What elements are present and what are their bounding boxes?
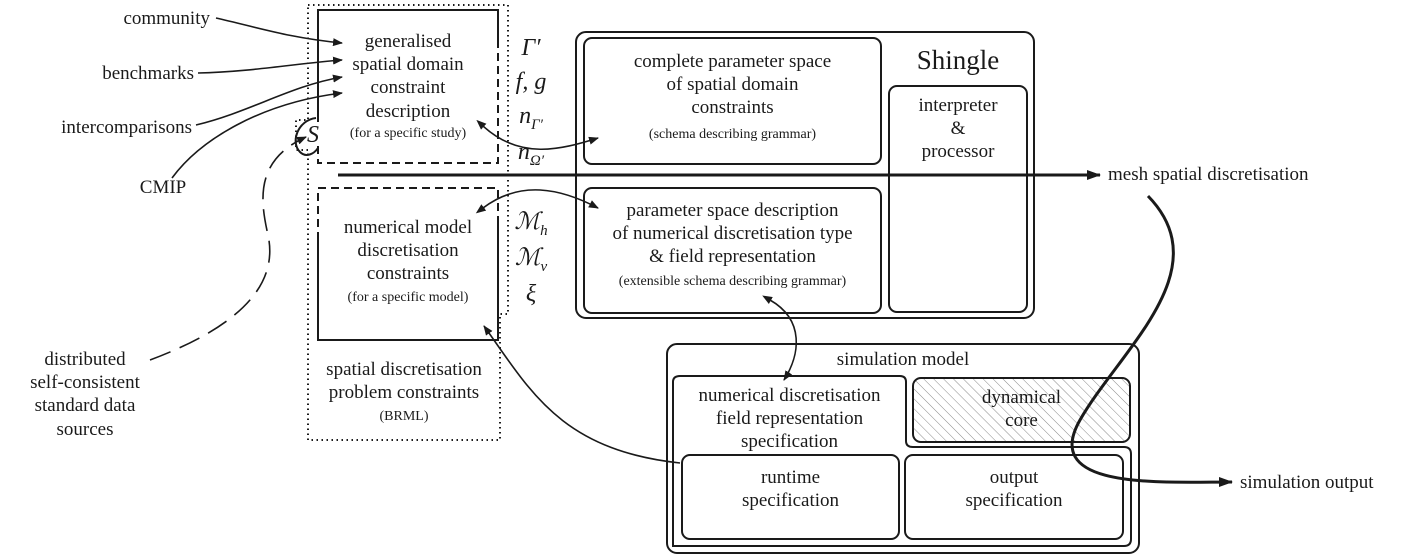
simulation-output-label: simulation output: [1240, 472, 1374, 493]
symbol-m-v: ℳv: [514, 245, 548, 275]
shingle-title: Shingle: [916, 45, 1000, 75]
numerical-spec-outline: [672, 375, 1132, 547]
domain-constraint-text: generalised spatial domain constraint de…: [349, 31, 467, 141]
param-desc-box: [583, 187, 882, 314]
param-space-box: [583, 37, 882, 165]
output-flows: [338, 170, 1233, 488]
param-space-text: complete parameter space of spatial doma…: [633, 51, 832, 142]
symbol-m-h: ℳh: [514, 209, 548, 239]
input-data-sources: distributed self-consistent standard dat…: [30, 349, 140, 440]
input-intercomparisons: intercomparisons: [61, 117, 192, 138]
output-spec-text: output specification: [965, 467, 1063, 512]
input-arrows: [149, 17, 343, 361]
domain-constraint-box: [317, 9, 499, 164]
input-cmip: CMIP: [139, 177, 187, 198]
numerical-spec-text: numerical discretisation field represent…: [698, 385, 881, 453]
symbol-n-omega: nΩ′: [517, 139, 545, 169]
interpreter-text: interpreter & processor: [918, 95, 998, 163]
input-community: community: [123, 8, 210, 29]
symbol-s: S: [307, 122, 319, 148]
input-benchmarks: benchmarks: [102, 63, 194, 84]
mesh-output-label: mesh spatial discretisation: [1108, 164, 1309, 185]
s-bump: [294, 117, 319, 156]
runtime-spec-text: runtime specification: [741, 467, 840, 512]
problem-constraints-label: spatial discretisation problem constrain…: [326, 359, 482, 425]
simulation-model-title: simulation model: [836, 349, 970, 370]
connecting-arrows: [475, 119, 798, 464]
symbol-fg: f, g: [515, 69, 547, 95]
runtime-spec-box: [681, 454, 900, 540]
interpreter-box: [888, 85, 1028, 313]
numerical-model-text: numerical model discretisation constrain…: [343, 217, 473, 305]
symbol-xi: ξ: [525, 281, 537, 307]
dynamical-core-text: dynamical core: [981, 387, 1062, 432]
symbol-gamma: Γ′: [521, 35, 541, 61]
symbol-n-gamma: nΓ′: [519, 103, 543, 133]
output-spec-box: [904, 454, 1124, 540]
simulation-model-box: [666, 343, 1140, 554]
param-desc-text: parameter space description of numerical…: [612, 200, 853, 289]
